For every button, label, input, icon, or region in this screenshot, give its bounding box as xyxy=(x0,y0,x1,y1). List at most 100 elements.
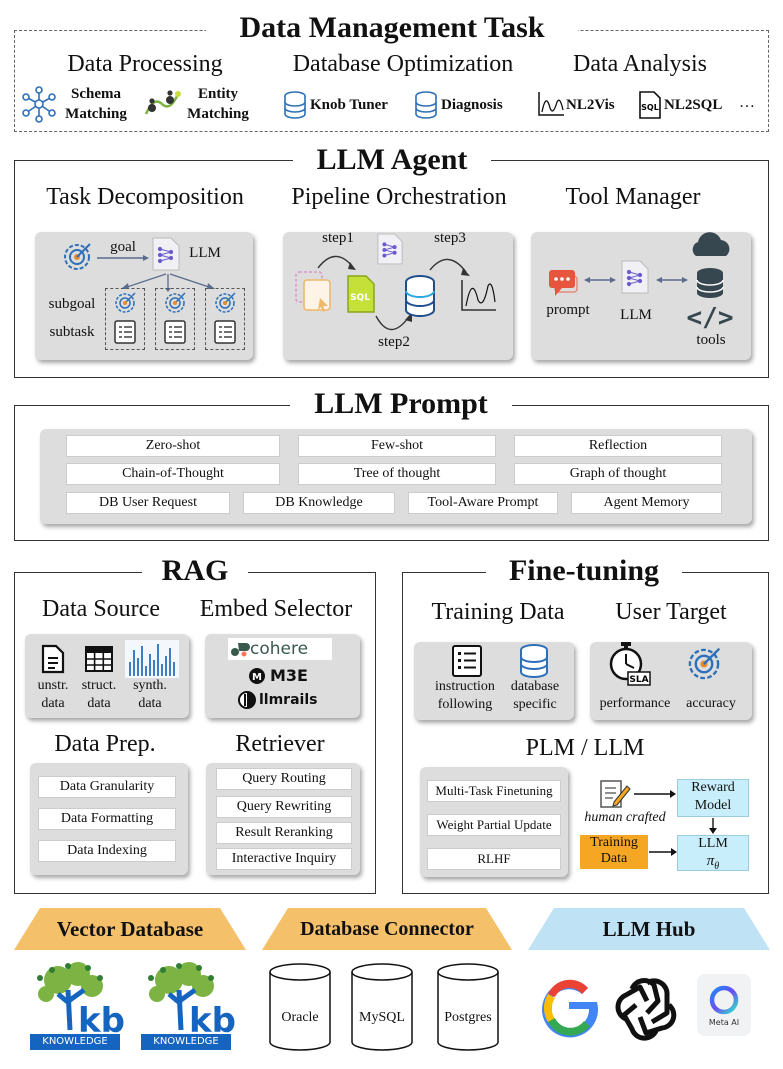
pipeline-icons: SQL xyxy=(295,255,496,331)
llm-file-icon xyxy=(377,233,403,265)
training-data-box xyxy=(580,835,648,869)
tree-icon: kb xyxy=(148,962,236,1041)
reward-model-box xyxy=(677,779,749,817)
prompt-tool-aware: Tool-Aware Prompt xyxy=(408,492,558,514)
prep-indexing: Data Indexing xyxy=(38,840,176,862)
tm-prompt-label: prompt xyxy=(546,302,590,318)
method-weight-partial: Weight Partial Update xyxy=(427,814,561,836)
step3-label: step3 xyxy=(434,230,466,246)
td-instruction-l1: instruction xyxy=(435,679,495,694)
llm-file-icon xyxy=(152,237,180,271)
subgoal-icons xyxy=(114,292,236,344)
prompt-chat-icon xyxy=(549,270,578,296)
knowledge-label: KNOWLEDGE xyxy=(30,1034,120,1050)
cohere-mark-icon xyxy=(231,643,250,657)
db-connector-banner: Database Connector xyxy=(300,918,474,940)
tools-icons: </> xyxy=(687,232,733,333)
vector-db-banner: Vector Database xyxy=(56,917,204,941)
ut-accuracy-label: accuracy xyxy=(686,696,736,711)
sql-file-icon: SQL xyxy=(639,91,661,119)
knowledge-logo: kb KNOWLEDGE xyxy=(30,960,125,1052)
cohere-logo: cohere xyxy=(228,638,332,660)
training-box-label-1: Training xyxy=(590,835,638,850)
instruction-list-icon xyxy=(452,645,482,677)
oracle-cylinder xyxy=(269,963,331,1051)
svg-text:SQL: SQL xyxy=(641,103,659,112)
llmrails-logo: llmrails xyxy=(238,690,334,710)
sql-text: SQL xyxy=(350,293,370,303)
entity-link-icon xyxy=(144,90,181,115)
knowledge-label: KNOWLEDGE xyxy=(141,1034,231,1050)
pi-symbol: π xyxy=(706,853,715,869)
user-target-title: User Target xyxy=(615,599,727,625)
schema-matching-label-1: Schema xyxy=(71,86,121,102)
decomposition-arrows xyxy=(121,273,215,292)
retriever-query-routing: Query Routing xyxy=(216,768,352,790)
method-rlhf: RLHF xyxy=(427,848,561,870)
rag-title: RAG xyxy=(142,552,248,590)
subgoal-label: subgoal xyxy=(48,296,96,312)
prep-granularity: Data Granularity xyxy=(38,776,176,798)
bidirectional-arrow xyxy=(656,277,688,283)
subtask-column xyxy=(205,288,245,350)
task-decomposition-title: Task Decomposition xyxy=(46,184,244,210)
llm-hub-banner: LLM Hub xyxy=(602,917,696,941)
td-instruction-l2: following xyxy=(437,697,493,712)
llm-agent-title: LLM Agent xyxy=(293,141,491,179)
nl2vis-label: NL2Vis xyxy=(566,97,615,113)
schema-matching-label-2: Matching xyxy=(65,106,127,122)
llmrails-label: llmrails xyxy=(259,692,318,708)
subtask-column xyxy=(105,288,145,350)
method-multitask: Multi-Task Finetuning xyxy=(427,780,561,802)
tree-icon: kb xyxy=(37,962,125,1041)
subtask-columns xyxy=(105,288,245,350)
retriever-title: Retriever xyxy=(235,731,325,757)
reward-label-2: Model xyxy=(694,798,732,813)
prompt-agent-memory: Agent Memory xyxy=(571,492,722,514)
schema-network-icon xyxy=(22,86,56,123)
llm-policy-symbol: πθ xyxy=(677,852,749,876)
td-database-l2: specific xyxy=(513,697,557,712)
llm-file-icon xyxy=(621,260,649,294)
goal-arrow xyxy=(97,255,149,261)
vector-db-banner-bg xyxy=(14,908,246,950)
step2-label: step2 xyxy=(378,334,410,350)
cat-data-processing: Data Processing xyxy=(67,51,223,77)
m3e-mark-icon: M xyxy=(249,668,265,684)
subtask-label: subtask xyxy=(49,324,95,340)
prompt-reflection: Reflection xyxy=(514,435,722,457)
prompt-chain-of-thought: Chain-of-Thought xyxy=(66,463,280,485)
svg-text:M: M xyxy=(252,672,262,683)
fine-tuning-title: Fine-tuning xyxy=(486,552,682,590)
source-synth-l1: synth. xyxy=(133,678,167,693)
human-to-reward-arrow xyxy=(634,790,676,798)
entity-matching-label-2: Matching xyxy=(187,106,249,122)
db-connector-banner-bg xyxy=(262,908,512,950)
more-ellipsis: … xyxy=(739,94,755,111)
prompt-few-shot: Few-shot xyxy=(298,435,496,457)
nl2sql-label: NL2SQL xyxy=(664,97,723,113)
reward-to-llm-arrow xyxy=(709,818,717,834)
cat-database-optimization: Database Optimization xyxy=(292,51,514,77)
tm-tools-label: tools xyxy=(696,332,726,348)
table-icon xyxy=(85,646,113,672)
stopwatch-sla-icon: SLA xyxy=(609,642,651,686)
human-crafted-label: human crafted xyxy=(584,810,666,825)
training-data-title: Training Data xyxy=(431,599,565,625)
source-unstr-l2: data xyxy=(41,696,65,711)
prompt-graph-of-thought: Graph of thought xyxy=(514,463,722,485)
database-icon xyxy=(284,91,306,119)
target-icon xyxy=(64,243,91,270)
m3e-label: M3E xyxy=(270,666,308,685)
data-prep-title: Data Prep. xyxy=(54,731,156,757)
ut-performance-label: performance xyxy=(599,696,671,711)
llm-prompt-title: LLM Prompt xyxy=(290,385,512,423)
oracle-label: Oracle xyxy=(281,1010,319,1025)
database-icon xyxy=(520,644,548,678)
database-icon xyxy=(415,91,437,119)
llmrails-mark-icon xyxy=(238,691,256,709)
reward-label-1: Reward xyxy=(691,780,735,795)
meta-ai-ring-icon xyxy=(709,985,739,1015)
retriever-result-reranking: Result Reranking xyxy=(216,822,352,844)
llm-policy-box xyxy=(677,835,749,871)
